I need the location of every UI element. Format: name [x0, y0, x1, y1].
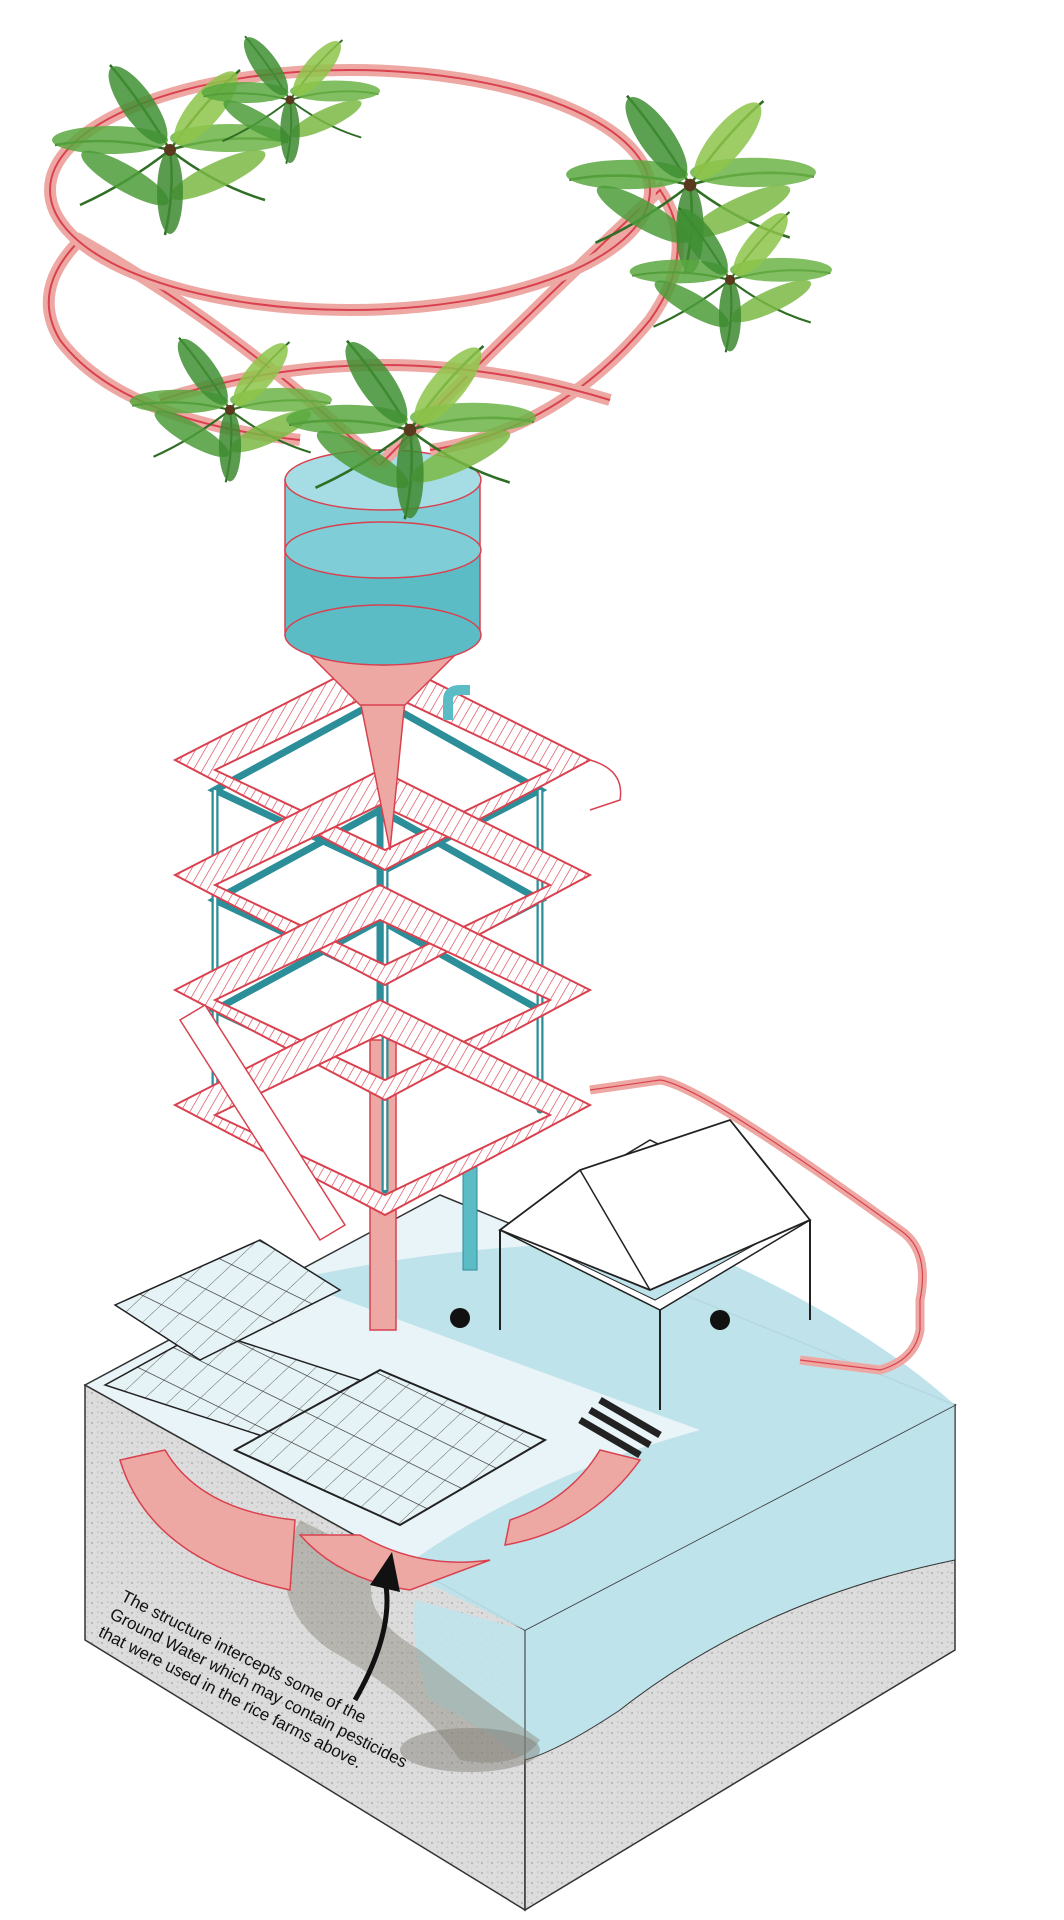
interceptor-basin-mid: [298, 1534, 491, 1591]
arrow-up-icon: [370, 1552, 400, 1592]
water-surface: [290, 1244, 955, 1630]
rice-field-left: [113, 1239, 342, 1361]
water-table-right: [524, 1404, 956, 1761]
discharge-pipe: [462, 1159, 478, 1271]
rice-field-main: [232, 1368, 548, 1527]
pump-house: [450, 1118, 812, 1410]
pump-icon: [450, 1308, 470, 1328]
pump-house-roof: [498, 1118, 812, 1291]
tank-riser-pipe: [443, 685, 470, 720]
palm-tree-icon: [128, 330, 334, 484]
interceptor-basin-left: [119, 1449, 296, 1591]
arrow-up-icon: [352, 1579, 390, 1702]
outlet-pipes: [578, 1396, 662, 1459]
side-ramp: [589, 759, 622, 811]
pump-icon: [710, 1310, 730, 1330]
ramp: [178, 1003, 347, 1242]
ground-block: [83, 1194, 957, 1912]
interceptor-basin-right: [504, 1449, 642, 1546]
water-tank: [284, 449, 482, 851]
groundwater-plume: [285, 1520, 540, 1763]
walkway-tiers: [172, 653, 622, 1242]
plume-pool: [400, 1728, 540, 1772]
water-table-front: [414, 1600, 525, 1760]
